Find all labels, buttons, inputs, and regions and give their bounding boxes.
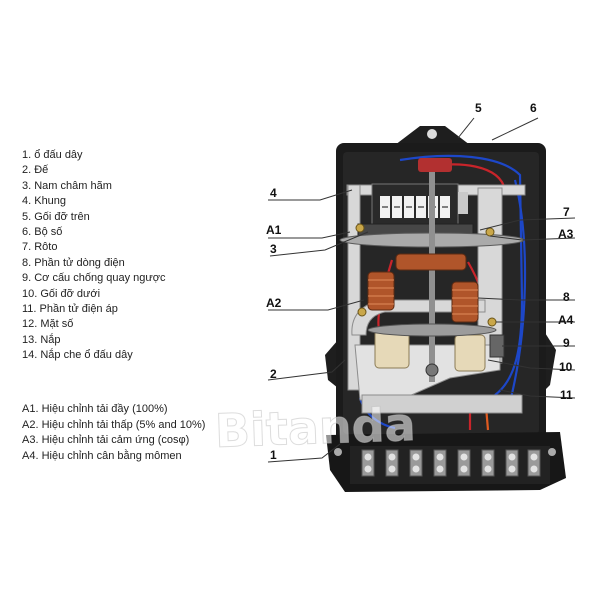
watermark: Bitanda	[214, 397, 416, 458]
legend-item: 11. Phần tử điện áp	[22, 303, 118, 316]
callout-6: 6	[530, 101, 537, 115]
callout-1: 1	[270, 448, 277, 462]
callout-4: 4	[270, 186, 277, 200]
upper-bearing	[418, 158, 452, 172]
legend-item: 5. Gối đỡ trên	[22, 210, 90, 223]
callout-2: 2	[270, 367, 277, 381]
legend-item: 3. Nam châm hãm	[22, 179, 112, 192]
legend-item: 13. Nắp	[22, 333, 61, 346]
legend-item: 7. Rôto	[22, 241, 58, 254]
callout-a2: A2	[266, 296, 282, 310]
parts-legend: 1. ổ đấu dây 2. Đế 3. Nam châm hãm 4. Kh…	[22, 148, 165, 364]
callout-labels: 4 A1 3 A2 2 1 5 6 7 A3 8 A4 9 10 11	[266, 101, 574, 462]
legend-item: 4. Khung	[22, 195, 67, 208]
legend-item: 10. Gối đỡ dưới	[22, 287, 101, 300]
legend-item: 12. Mặt số	[22, 318, 74, 331]
callout-9: 9	[563, 336, 570, 350]
register-counter	[371, 183, 468, 229]
legend-item: A1. Hiệu chỉnh tải đầy (100%)	[22, 403, 168, 415]
anti-reverse-mechanism	[489, 334, 505, 358]
legend-item: A3. Hiệu chỉnh tải cảm ứng (cosφ)	[22, 434, 190, 446]
callout-11: 11	[560, 388, 573, 402]
terminal-block	[326, 432, 566, 492]
callout-5: 5	[475, 101, 482, 115]
adjustments-legend: A1. Hiệu chỉnh tải đầy (100%) A2. Hiệu c…	[22, 402, 205, 464]
top-hanger	[395, 126, 470, 145]
legend-item: A4. Hiệu chỉnh cân bằng mômen	[22, 449, 182, 462]
legend-item: 6. Bộ số	[22, 226, 63, 239]
callout-7: 7	[563, 205, 570, 219]
callout-a4: A4	[558, 313, 574, 327]
legend-item: A2. Hiệu chỉnh tải thấp (5% and 10%)	[22, 418, 206, 431]
callout-a3: A3	[558, 227, 574, 241]
legend-item: 8. Phần tử dòng điện	[22, 256, 125, 269]
legend-item: 2. Đế	[22, 164, 49, 177]
voltage-element	[374, 329, 486, 372]
callout-8: 8	[563, 290, 570, 304]
callout-3: 3	[270, 242, 277, 256]
callout-10: 10	[559, 360, 573, 374]
current-coils	[367, 253, 479, 323]
coil-windings	[368, 279, 478, 315]
leader-lines	[267, 117, 576, 463]
lower-bearing	[367, 323, 497, 377]
legend-item: 1. ổ đấu dây	[22, 149, 83, 161]
legend-item: 14. Nắp che ổ đấu dây	[22, 349, 133, 362]
callout-a1: A1	[266, 223, 282, 237]
side-lug-left	[325, 340, 338, 388]
legend-item: 9. Cơ cấu chống quay ngược	[22, 272, 166, 285]
